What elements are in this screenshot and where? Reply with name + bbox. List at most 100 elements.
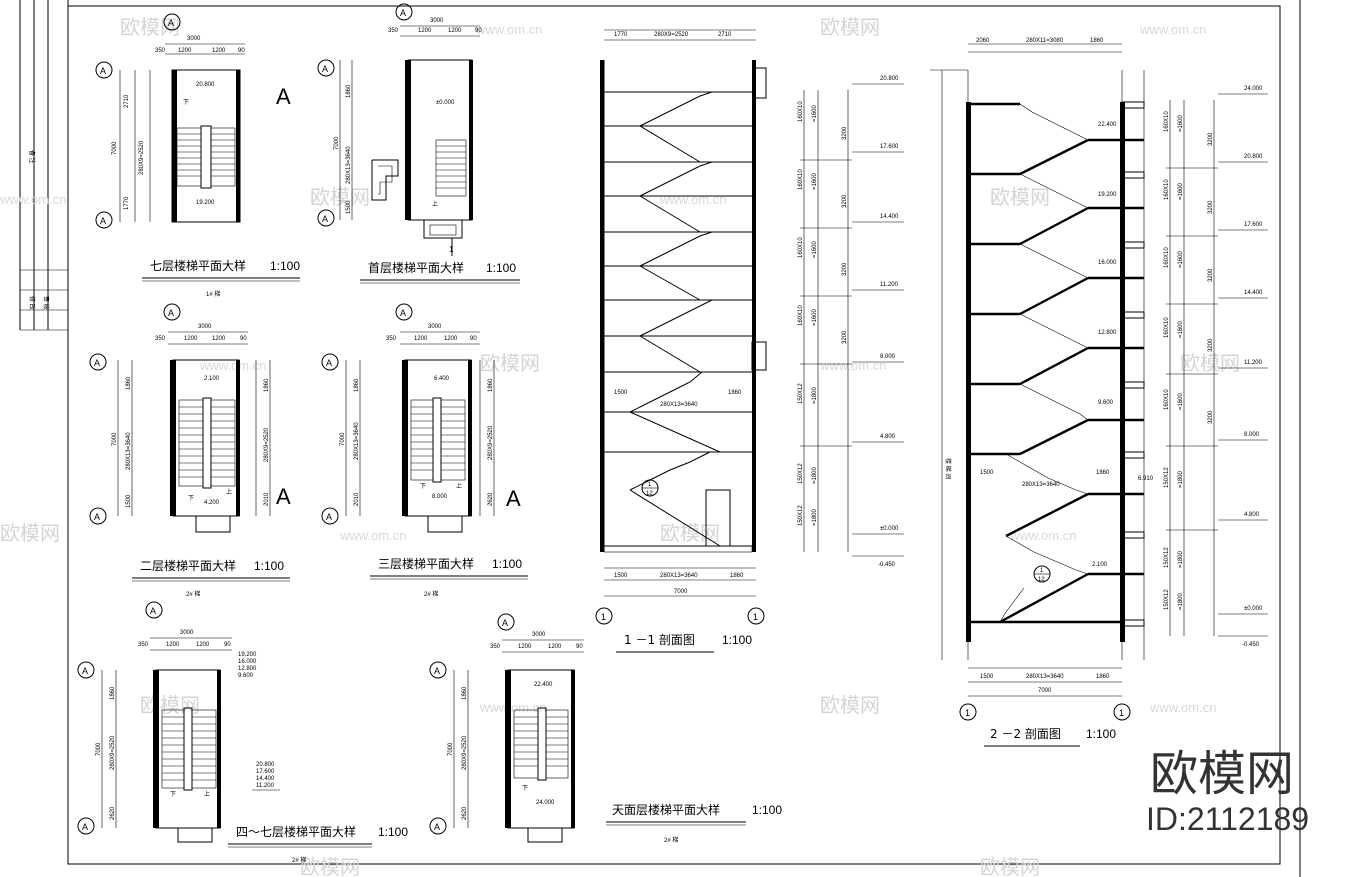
axis-label: A — [400, 8, 406, 18]
dim-text: 160X10 — [798, 237, 804, 258]
level-text: -0.450 — [1242, 642, 1260, 648]
axis-label: A — [322, 214, 328, 224]
dim-text: 280X13=3640 — [1022, 482, 1060, 488]
level-text: 14.400 — [1244, 290, 1263, 296]
dim-text: 7000 — [1038, 688, 1052, 694]
plan-scale: 1:100 — [254, 559, 284, 573]
level-text: 6.910 — [1138, 476, 1154, 482]
dim-text: 1860 — [1096, 674, 1110, 680]
level-text: 17.600 — [256, 769, 275, 775]
dim-text: 150X12 — [798, 463, 804, 484]
plan-second-floor: A 3000 350 1200 1200 90 2.100 4.2 — [89, 303, 291, 598]
dim-text: 1200 — [444, 336, 458, 342]
dim-text: 1500 — [614, 573, 628, 579]
level-text: 8.000 — [432, 494, 448, 500]
axis-bubble — [95, 61, 113, 79]
dim-text: 2620 — [488, 492, 494, 506]
titleblock-r2: 修 改 — [28, 296, 36, 310]
axis-bubble — [321, 353, 339, 371]
dim-text: 350 — [490, 644, 501, 650]
watermark-brand: 欧模网 — [990, 185, 1050, 209]
dim-text: 350 — [138, 642, 149, 648]
axis-bubble — [89, 353, 107, 371]
stair-mark: 下 — [420, 483, 426, 490]
dim-text: =1600 — [812, 240, 818, 258]
dim-text: 1860 — [1090, 38, 1104, 44]
dim-text: 280X13=3640 — [354, 422, 360, 460]
axis-label: A — [400, 308, 406, 318]
plan-scale: 1:100 — [378, 825, 408, 839]
dim-text: 1860 — [730, 573, 744, 579]
level-text: ±0.000 — [1244, 606, 1263, 612]
section-title: 1 －1 剖面图 — [624, 633, 695, 647]
dim-text: 280X9=2520 — [488, 425, 494, 460]
axis-bubble — [145, 601, 163, 619]
axis-bubble — [395, 3, 413, 21]
watermark-url: www.om.cn — [1139, 22, 1206, 37]
axis-label: A — [82, 666, 88, 676]
watermark-brand: 欧模网 — [300, 855, 360, 877]
level-text: 11.200 — [1244, 360, 1263, 366]
watermark-url: www.om.cn — [199, 358, 266, 373]
level-text: 12.800 — [1098, 330, 1117, 336]
axis-bubble — [77, 817, 95, 835]
axis-bubble — [89, 507, 107, 525]
dim-text: =1800 — [1178, 470, 1184, 488]
axis-bubble — [429, 817, 447, 835]
level-text: -0.450 — [878, 562, 896, 568]
dim-text: 280X13=3640 — [660, 573, 698, 579]
dim-text: =1600 — [1178, 114, 1184, 132]
dim-text: 350 — [155, 48, 166, 54]
dim-text: 160X10 — [798, 101, 804, 122]
level-text: 20.800 — [196, 82, 215, 88]
dim-text: 150X12 — [798, 505, 804, 526]
brand-name: 欧模网 — [1150, 746, 1294, 802]
axis-label: 1 — [449, 245, 454, 254]
axis-label: A — [100, 216, 106, 226]
stair-mark: 上 — [226, 488, 232, 496]
level-text: 4.800 — [1244, 512, 1260, 518]
watermark-url: www.om.cn — [0, 192, 66, 207]
title-block: 备 注 修 改 审 核 — [19, 0, 69, 331]
dim-text: 280X13=3640 — [126, 432, 132, 470]
dim-text: 3200 — [1208, 410, 1214, 424]
dim-text: 1200 — [166, 642, 180, 648]
level-text: 2.100 — [1092, 562, 1108, 568]
dim-text: =1800 — [812, 508, 818, 526]
room-note: 楼 梯 间 — [944, 458, 952, 479]
axis-label: A — [322, 64, 328, 74]
plan-scale: 1:100 — [752, 803, 782, 817]
dim-text: 1500 — [980, 470, 994, 476]
section-scale: 1:100 — [722, 633, 752, 647]
section-2-2: 2060 280X11=3080 1860 楼 梯 间 — [930, 38, 1268, 747]
dim-text: 150X12 — [1164, 547, 1170, 568]
level-text: 8.000 — [880, 354, 896, 360]
dim-text: 3000 — [180, 630, 194, 636]
level-text: 16.000 — [1098, 260, 1117, 266]
dim-text: 2010 — [264, 492, 270, 506]
plan-sub: 2# 梯 — [186, 590, 200, 598]
dim-text: 2010 — [354, 492, 360, 506]
dim-text: 90 — [224, 642, 231, 648]
dim-text: 1860 — [346, 84, 352, 98]
watermark-brand: 欧模网 — [1180, 351, 1240, 375]
level-text: 14.400 — [880, 214, 899, 220]
dim-text: =1600 — [1178, 182, 1184, 200]
plan-scale: 1:100 — [270, 259, 300, 273]
watermark-url: www.om.cn — [1009, 528, 1076, 543]
dim-text: 3000 — [430, 18, 444, 24]
dim-text: 160X10 — [798, 305, 804, 326]
dim-text: =1600 — [812, 308, 818, 326]
axis-bubble — [317, 209, 335, 227]
dim-text: =1600 — [1178, 320, 1184, 338]
watermark-brand: 欧模网 — [480, 351, 540, 375]
plan-roof: A 3000 350 1200 1200 90 22.400 24.000 下 … — [429, 613, 782, 844]
level-text: 2.100 — [204, 376, 220, 382]
plan-scale: 1:100 — [486, 261, 516, 275]
axis-label: 1 — [753, 612, 758, 622]
plan-scale: 1:100 — [492, 557, 522, 571]
section-mark: A — [506, 486, 521, 511]
dim-text: 1860 — [462, 686, 468, 700]
dim-text: 350 — [386, 336, 397, 342]
dim-text: 90 — [240, 336, 247, 342]
